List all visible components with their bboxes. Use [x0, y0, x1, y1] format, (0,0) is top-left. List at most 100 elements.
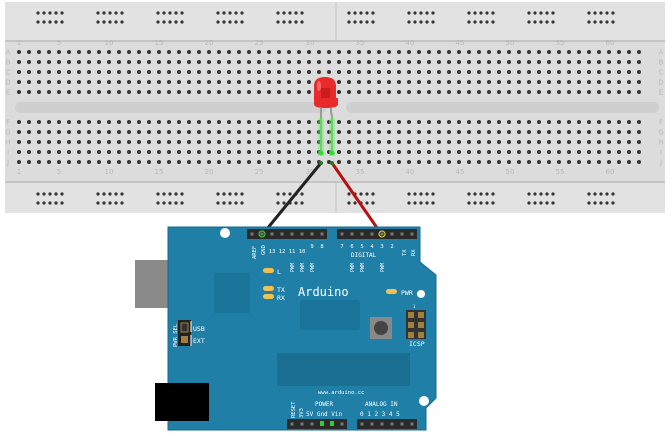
breadboard-hole[interactable]	[227, 60, 231, 64]
breadboard-hole[interactable]	[407, 90, 411, 94]
rail-hole[interactable]	[491, 201, 495, 205]
breadboard-hole[interactable]	[497, 120, 501, 124]
rail-hole[interactable]	[365, 201, 369, 205]
rail-hole[interactable]	[533, 11, 537, 15]
breadboard-hole[interactable]	[157, 150, 161, 154]
breadboard-hole[interactable]	[627, 120, 631, 124]
breadboard-hole[interactable]	[107, 140, 111, 144]
breadboard-hole[interactable]	[547, 160, 551, 164]
breadboard-hole[interactable]	[97, 160, 101, 164]
breadboard-hole[interactable]	[477, 130, 481, 134]
breadboard-hole[interactable]	[127, 140, 131, 144]
rail-hole[interactable]	[533, 201, 537, 205]
header-pin[interactable]	[400, 422, 404, 426]
breadboard-hole[interactable]	[127, 90, 131, 94]
breadboard-hole[interactable]	[207, 150, 211, 154]
breadboard-hole[interactable]	[447, 160, 451, 164]
rail-hole[interactable]	[491, 192, 495, 196]
breadboard-hole[interactable]	[617, 80, 621, 84]
breadboard-hole[interactable]	[297, 60, 301, 64]
breadboard-hole[interactable]	[267, 70, 271, 74]
breadboard-hole[interactable]	[117, 130, 121, 134]
rail-hole[interactable]	[473, 192, 477, 196]
rail-hole[interactable]	[48, 192, 52, 196]
rail-hole[interactable]	[114, 20, 118, 24]
red-led[interactable]	[314, 77, 338, 165]
rail-hole[interactable]	[240, 192, 244, 196]
breadboard-hole[interactable]	[277, 50, 281, 54]
breadboard-hole[interactable]	[77, 130, 81, 134]
rail-hole[interactable]	[240, 20, 244, 24]
rail-hole[interactable]	[300, 20, 304, 24]
rail-hole[interactable]	[102, 201, 106, 205]
breadboard-hole[interactable]	[297, 80, 301, 84]
breadboard-hole[interactable]	[257, 50, 261, 54]
breadboard-hole[interactable]	[407, 130, 411, 134]
breadboard-hole[interactable]	[617, 130, 621, 134]
rail-hole[interactable]	[365, 11, 369, 15]
breadboard-hole[interactable]	[227, 150, 231, 154]
breadboard-hole[interactable]	[257, 120, 261, 124]
breadboard-hole[interactable]	[437, 120, 441, 124]
breadboard-hole[interactable]	[457, 120, 461, 124]
breadboard-hole[interactable]	[207, 130, 211, 134]
breadboard-hole[interactable]	[177, 130, 181, 134]
breadboard-hole[interactable]	[127, 50, 131, 54]
breadboard-hole[interactable]	[577, 120, 581, 124]
rail-hole[interactable]	[102, 11, 106, 15]
breadboard-hole[interactable]	[297, 150, 301, 154]
rail-hole[interactable]	[114, 11, 118, 15]
breadboard-hole[interactable]	[527, 140, 531, 144]
rail-hole[interactable]	[102, 20, 106, 24]
breadboard-hole[interactable]	[487, 130, 491, 134]
breadboard-hole[interactable]	[177, 140, 181, 144]
breadboard-hole[interactable]	[77, 160, 81, 164]
rail-hole[interactable]	[174, 11, 178, 15]
rail-hole[interactable]	[216, 192, 220, 196]
breadboard-hole[interactable]	[37, 120, 41, 124]
breadboard-hole[interactable]	[47, 90, 51, 94]
rail-hole[interactable]	[276, 11, 280, 15]
breadboard-hole[interactable]	[137, 160, 141, 164]
rail-hole[interactable]	[168, 20, 172, 24]
breadboard-hole[interactable]	[47, 150, 51, 154]
breadboard-hole[interactable]	[587, 50, 591, 54]
breadboard-hole[interactable]	[317, 70, 321, 74]
breadboard-hole[interactable]	[427, 150, 431, 154]
breadboard-hole[interactable]	[557, 130, 561, 134]
breadboard-hole[interactable]	[147, 120, 151, 124]
breadboard-hole[interactable]	[367, 80, 371, 84]
breadboard-hole[interactable]	[617, 140, 621, 144]
rail-hole[interactable]	[282, 20, 286, 24]
rail-hole[interactable]	[407, 192, 411, 196]
breadboard-hole[interactable]	[537, 130, 541, 134]
breadboard-hole[interactable]	[577, 140, 581, 144]
breadboard-hole[interactable]	[187, 90, 191, 94]
breadboard-hole[interactable]	[37, 80, 41, 84]
breadboard-hole[interactable]	[337, 120, 341, 124]
rail-hole[interactable]	[473, 11, 477, 15]
breadboard-hole[interactable]	[597, 70, 601, 74]
breadboard-hole[interactable]	[67, 150, 71, 154]
rail-hole[interactable]	[162, 192, 166, 196]
breadboard-hole[interactable]	[487, 80, 491, 84]
breadboard-hole[interactable]	[197, 50, 201, 54]
breadboard-hole[interactable]	[637, 90, 641, 94]
breadboard-hole[interactable]	[357, 160, 361, 164]
breadboard-hole[interactable]	[317, 60, 321, 64]
breadboard-hole[interactable]	[307, 80, 311, 84]
rail-hole[interactable]	[228, 11, 232, 15]
rail-hole[interactable]	[162, 201, 166, 205]
breadboard-hole[interactable]	[467, 150, 471, 154]
breadboard-hole[interactable]	[17, 50, 21, 54]
breadboard-hole[interactable]	[117, 70, 121, 74]
breadboard-hole[interactable]	[467, 90, 471, 94]
rail-hole[interactable]	[288, 192, 292, 196]
breadboard-hole[interactable]	[477, 80, 481, 84]
breadboard-hole[interactable]	[587, 90, 591, 94]
rail-hole[interactable]	[545, 11, 549, 15]
breadboard-hole[interactable]	[107, 160, 111, 164]
breadboard-hole[interactable]	[67, 140, 71, 144]
breadboard-hole[interactable]	[117, 150, 121, 154]
breadboard-hole[interactable]	[627, 160, 631, 164]
